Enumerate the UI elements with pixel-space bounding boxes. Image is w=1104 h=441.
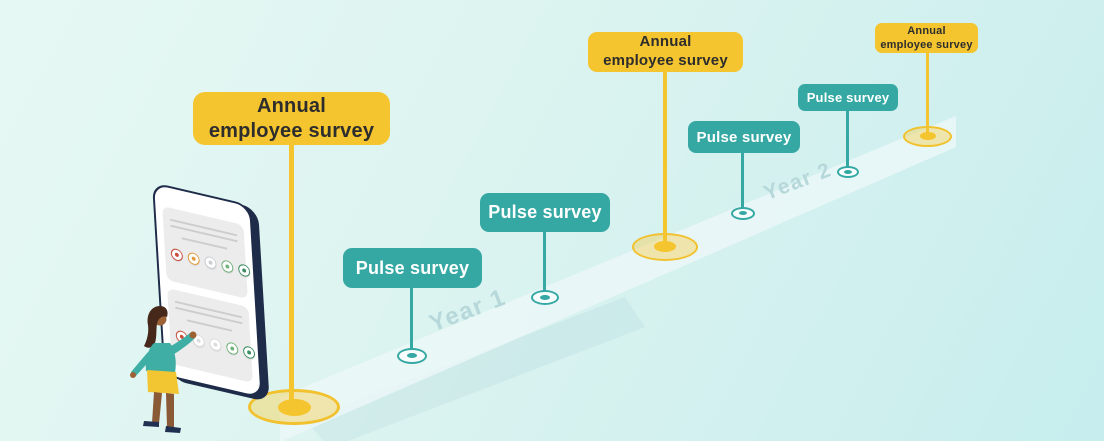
placeholder-text-line: [181, 237, 228, 250]
timeline-path: [280, 116, 956, 441]
woman-hair: [144, 306, 168, 348]
signpost-pole: [543, 230, 546, 300]
woman-torso: [145, 343, 176, 373]
annual-base-dot: [920, 132, 936, 140]
woman-hand: [130, 372, 136, 378]
sign-label: Pulse survey: [355, 257, 470, 278]
rating-dot-icon: [204, 255, 217, 271]
signpost-pole: [926, 51, 929, 138]
rating-dot-icon: [221, 259, 234, 274]
sign-label-line: employee survey: [603, 52, 728, 69]
signpost-pole: [741, 151, 744, 215]
pulse-survey-sign: Pulse survey: [480, 193, 610, 232]
pulse-marker-dot: [844, 170, 852, 174]
woman-skirt: [147, 370, 179, 394]
sign-label-line: employee survey: [880, 39, 973, 51]
pulse-marker-dot: [739, 211, 747, 215]
pulse-marker-dot: [540, 295, 550, 300]
sign-label-line: Annual: [639, 33, 692, 51]
sign-label-line: employee survey: [208, 119, 375, 142]
sign-label: Pulse survey: [488, 202, 602, 222]
survey-question-card: [162, 206, 251, 299]
rating-dot-icon: [187, 251, 200, 267]
woman-shoe: [165, 426, 181, 433]
woman-leg: [152, 392, 162, 424]
woman-right-arm: [168, 333, 195, 356]
sign-label: Pulse survey: [696, 128, 792, 146]
woman-figure: [130, 306, 197, 433]
annual-base-dot: [654, 241, 676, 252]
rating-dot-icon: [242, 345, 256, 360]
signpost-pole: [846, 109, 849, 173]
pulse-survey-sign: Pulse survey: [798, 84, 898, 111]
sign-label-line: Annual: [257, 95, 326, 118]
sign-label-line: Annual: [907, 24, 946, 37]
band-shadow: [305, 297, 645, 441]
rating-scale-row: [170, 247, 251, 278]
signpost-pole: [410, 286, 413, 358]
sign-label: Pulse survey: [806, 90, 890, 105]
pulse-survey-sign: Pulse survey: [343, 248, 482, 288]
annual-survey-sign: Annual employee survey: [875, 23, 978, 53]
annual-survey-sign: Annual employee survey: [588, 32, 743, 72]
signpost-pole: [289, 143, 294, 409]
pulse-marker-dot: [407, 353, 417, 358]
pulse-survey-sign: Pulse survey: [688, 121, 800, 153]
rating-dot-icon: [170, 247, 184, 263]
annual-base-dot: [278, 399, 311, 416]
woman-hand: [189, 331, 197, 339]
woman-shoe: [143, 421, 159, 427]
signpost-pole: [663, 70, 667, 249]
rating-dot-icon: [237, 263, 251, 278]
woman-leg: [166, 393, 174, 427]
annual-survey-sign: Annual employee survey: [193, 92, 390, 145]
